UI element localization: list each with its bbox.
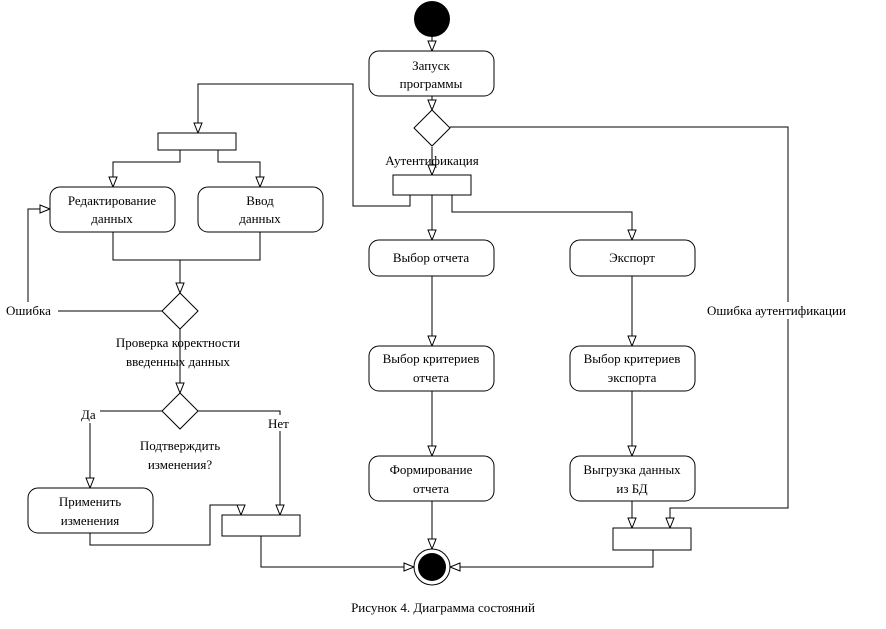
decision-confirm <box>161 392 199 430</box>
sync-bar-auth <box>392 174 472 196</box>
start-node <box>414 1 450 37</box>
yes-label-box: Да <box>80 407 100 423</box>
state-select-report-label: Выбор отчета <box>393 250 469 265</box>
state-report-criteria: Выбор критериев отчета <box>368 345 495 392</box>
decision-check <box>161 292 199 330</box>
state-unload-line2: из БД <box>616 481 647 496</box>
auth-error-label-box: Ошибка аутентификации <box>706 302 872 319</box>
error-label-box: Ошибка <box>5 302 58 319</box>
state-select-report: Выбор отчета <box>368 239 495 277</box>
no-label: Нет <box>268 416 289 431</box>
state-unload: Выгрузка данных из БД <box>569 455 696 502</box>
state-launch: Запуск программы <box>368 50 495 97</box>
state-edit-line2: данных <box>91 211 133 226</box>
state-apply-line1: Применить <box>59 494 121 509</box>
sync-bar-export <box>612 527 692 551</box>
state-export: Экспорт <box>569 239 696 277</box>
state-export-label: Экспорт <box>609 250 655 265</box>
state-input-line1: Ввод <box>246 193 274 208</box>
check-label-line1: Проверка коректности <box>116 335 240 350</box>
state-input: Ввод данных <box>197 186 324 233</box>
state-edit-line1: Редактирование <box>68 193 156 208</box>
state-launch-line1: Запуск <box>412 58 450 73</box>
state-report-criteria-line1: Выбор критериев <box>383 351 480 366</box>
auth-error-label: Ошибка аутентификации <box>707 303 846 318</box>
state-export-criteria-line1: Выбор критериев <box>584 351 681 366</box>
decision-auth <box>413 109 451 147</box>
state-export-criteria-line2: экспорта <box>608 370 657 385</box>
arrowheads <box>39 40 675 572</box>
no-label-box: Нет <box>266 415 294 431</box>
state-form-report: Формирование отчета <box>368 455 495 502</box>
error-label: Ошибка <box>6 303 51 318</box>
state-unload-line1: Выгрузка данных <box>583 462 681 477</box>
state-input-line2: данных <box>239 211 281 226</box>
state-form-report-line2: отчета <box>413 481 449 496</box>
state-edit: Редактирование данных <box>49 186 176 233</box>
check-label-line2: введенных данных <box>126 354 231 369</box>
yes-label: Да <box>81 407 96 422</box>
sync-bar-apply <box>221 514 301 537</box>
figure-caption: Рисунок 4. Диаграмма состояний <box>351 600 535 615</box>
state-launch-line2: программы <box>400 76 463 91</box>
state-apply: Применить изменения <box>27 487 154 534</box>
sync-bar-edit <box>157 132 237 151</box>
state-apply-line2: изменения <box>61 513 120 528</box>
confirm-label-line1: Подтверждить <box>140 438 220 453</box>
confirm-label-line2: изменения? <box>148 457 213 472</box>
state-export-criteria: Выбор критериев экспорта <box>569 345 696 392</box>
end-node <box>413 548 451 586</box>
auth-label: Аутентификация <box>385 153 478 168</box>
state-form-report-line1: Формирование <box>390 462 473 477</box>
state-report-criteria-line2: отчета <box>413 370 449 385</box>
